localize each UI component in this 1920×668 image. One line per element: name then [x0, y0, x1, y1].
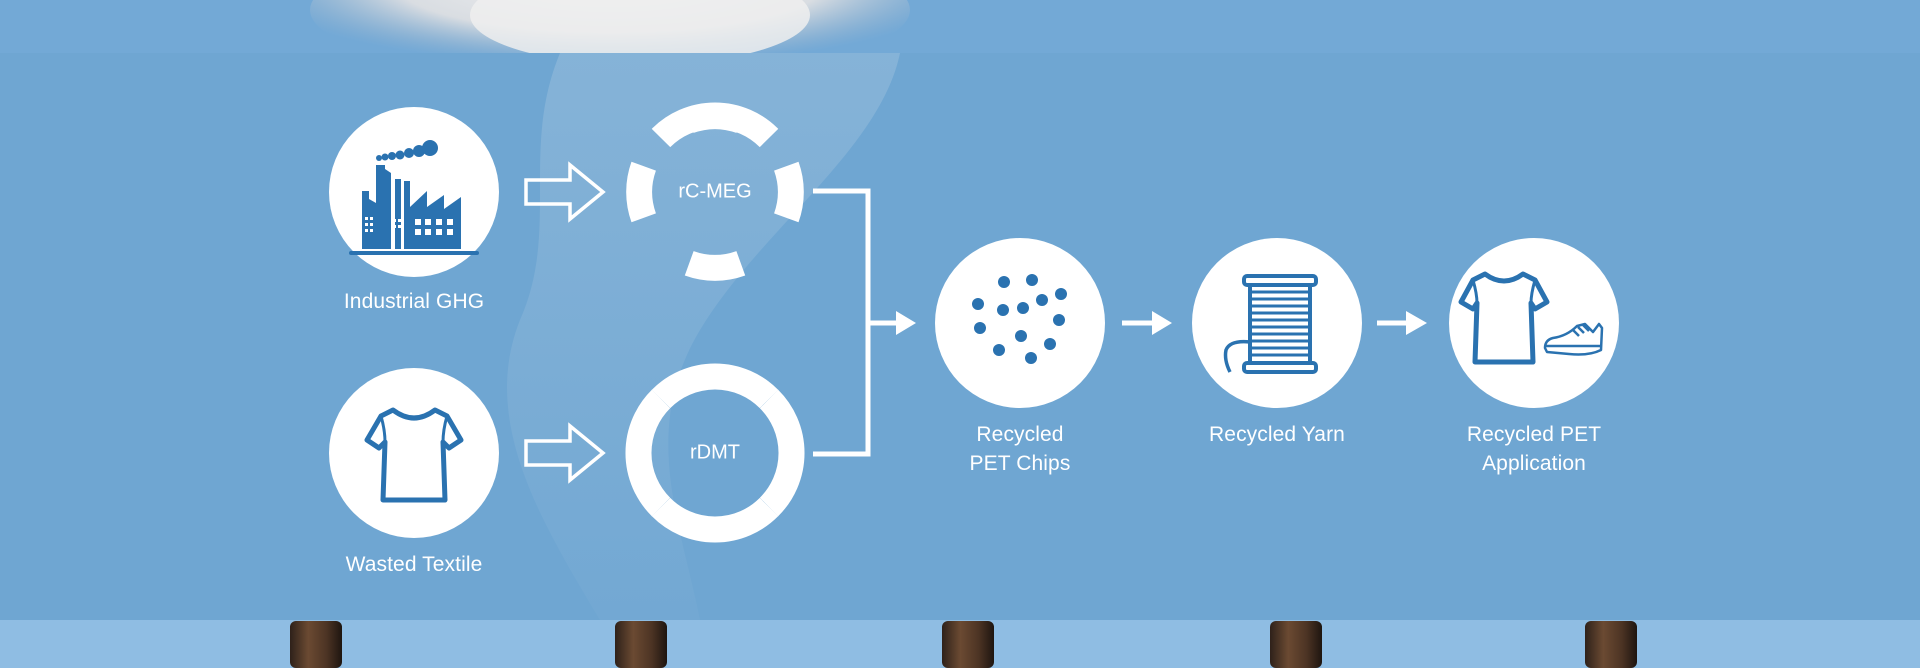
tshirt-icon	[364, 407, 464, 503]
arrow-chips-to-yarn-head	[1152, 311, 1172, 335]
chimney	[290, 621, 342, 668]
label-industrial-ghg: Industrial GHG	[343, 290, 485, 313]
sneaker-icon	[1543, 322, 1604, 356]
node-yarn	[1192, 238, 1362, 408]
bracket-merge-line	[813, 188, 871, 457]
outline-arrow-ghg-to-rcmeg	[524, 161, 606, 223]
segmented-ring-icon	[625, 363, 805, 543]
outline-arrow-textile-to-rdmt	[524, 422, 606, 484]
pellets-icon	[972, 274, 1067, 364]
tshirt-icon	[1458, 271, 1550, 365]
node-pet-chips	[935, 238, 1105, 408]
node-rc-meg	[625, 102, 805, 282]
thread-spool-icon	[1223, 274, 1318, 374]
node-industrial-ghg	[329, 107, 499, 277]
node-wasted-textile	[329, 368, 499, 538]
arrow-yarn-to-app-head	[1406, 311, 1427, 335]
segmented-ring-icon	[626, 102, 804, 281]
label-pet-chips: Recycled PET Chips	[969, 423, 1071, 475]
factory-icon	[349, 140, 479, 255]
chimney	[942, 621, 994, 668]
node-application	[1449, 238, 1619, 408]
chimneys	[290, 621, 1637, 668]
label-rdmt: rDMT	[690, 441, 740, 464]
node-rdmt	[625, 363, 805, 543]
label-rc-meg: rC-MEG	[678, 180, 752, 203]
bracket-arrow-head	[896, 311, 916, 335]
chimney	[615, 621, 667, 668]
label-wasted-textile: Wasted Textile	[345, 553, 483, 576]
label-yarn: Recycled Yarn	[1209, 423, 1345, 446]
label-application: Recycled PET Application	[1466, 423, 1602, 475]
chimney	[1270, 621, 1322, 668]
tshirt-and-sneaker-icon	[1458, 271, 1604, 365]
chimney	[1585, 621, 1637, 668]
